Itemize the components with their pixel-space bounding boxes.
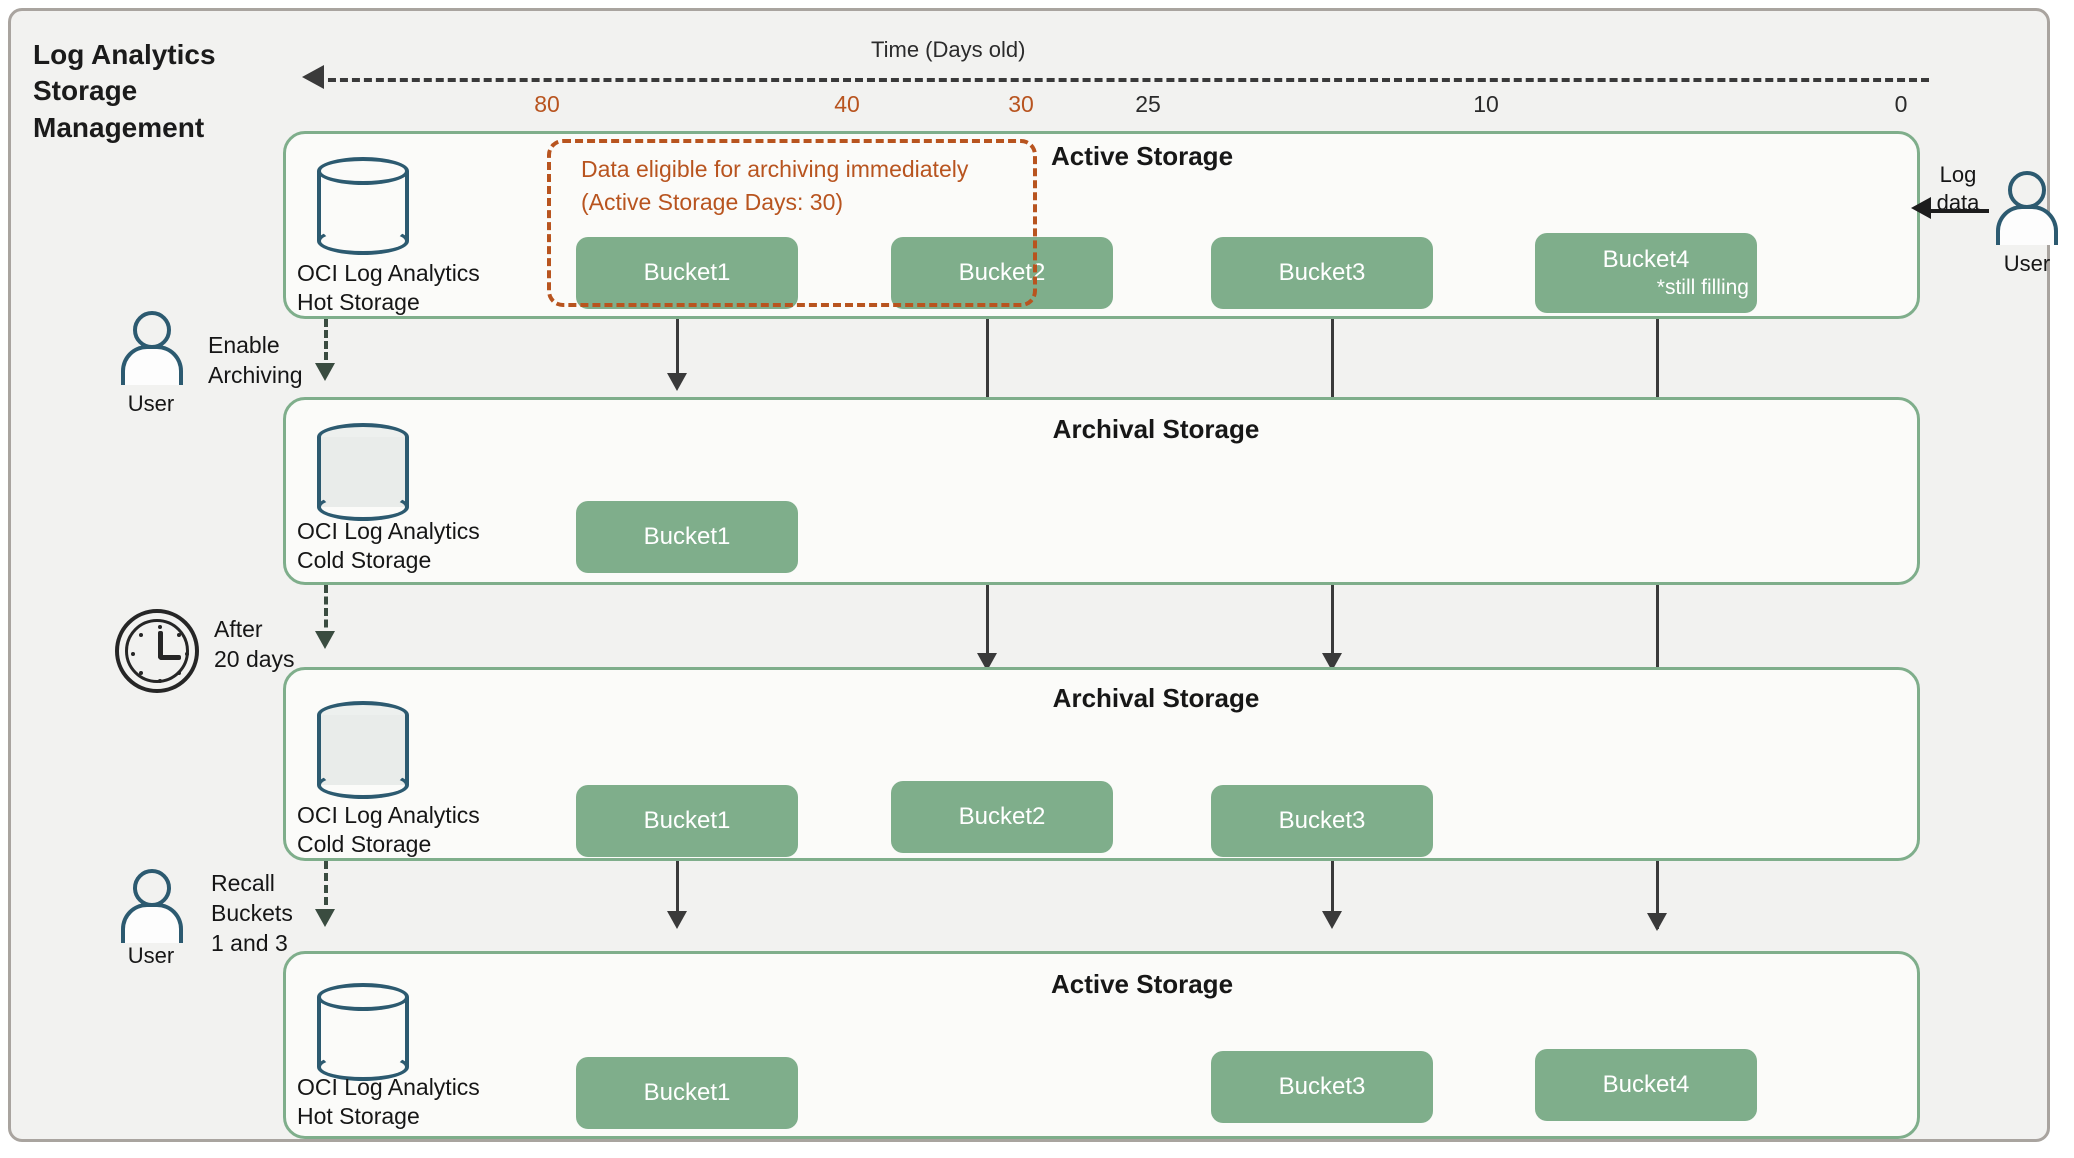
- bucket-label: Bucket1: [643, 523, 731, 550]
- recall-dashed-line: [324, 861, 328, 917]
- cold-cylinder-icon-1: [317, 423, 409, 521]
- timeline-tick-0: 0: [1894, 91, 1908, 117]
- connector-b4-passthrough: [1656, 319, 1659, 929]
- connector-recall-b3: [1331, 861, 1334, 917]
- bucket-active-bottom-3[interactable]: Bucket3: [1211, 1051, 1433, 1123]
- timeline-axis-label: Time (Days old): [871, 37, 1026, 62]
- connector-b3-arrow-icon: [1322, 653, 1342, 671]
- callout-line-1: Data eligible for archiving immediately: [581, 156, 969, 182]
- connector-b1-to-archival1: [676, 319, 679, 379]
- timeline-tick-30: 30: [1008, 91, 1034, 117]
- bucket-archival2-2[interactable]: Bucket2: [891, 781, 1113, 853]
- bucket-active-top-4[interactable]: Bucket4 *still filling: [1535, 233, 1757, 313]
- log-data-arrow-line: [1929, 209, 1989, 213]
- bucket-label: Bucket3: [1278, 1073, 1366, 1100]
- row-active-top-title: Active Storage: [1050, 141, 1234, 171]
- bucket-archival1-1[interactable]: Bucket1: [576, 501, 798, 573]
- bucket-active-bottom-4[interactable]: Bucket4: [1535, 1049, 1757, 1121]
- connector-recall-b1: [676, 861, 679, 917]
- timeline-axis-line: [316, 78, 1929, 82]
- bucket-label: Bucket4: [1602, 246, 1690, 273]
- bucket-label: Bucket1: [643, 807, 731, 834]
- connector-recall-b3-arrow-icon: [1322, 911, 1342, 929]
- cold-cylinder-icon-2: [317, 701, 409, 799]
- timeline-tick-80: 80: [534, 91, 560, 117]
- timeline-arrow-icon: [302, 65, 324, 89]
- row-active-bottom-title: Active Storage: [1050, 969, 1234, 999]
- enable-archiving-arrow-icon: [315, 363, 335, 381]
- user-caption-recall: User: [127, 943, 175, 968]
- bucket-label: Bucket4: [1602, 1071, 1690, 1098]
- timeline-tick-40: 40: [834, 91, 860, 117]
- user-icon-right: [1996, 171, 2058, 245]
- user-icon-recall: [121, 869, 183, 943]
- connector-b4-arrow-icon: [1647, 913, 1667, 931]
- bucket-archival2-3[interactable]: Bucket3: [1211, 785, 1433, 857]
- user-icon-enable-archiving: [121, 311, 183, 385]
- log-data-arrow-head-icon: [1911, 197, 1931, 219]
- after-20-days-dashed-line: [324, 585, 328, 639]
- row-archival-1: [283, 397, 1920, 585]
- bucket-active-top-1[interactable]: Bucket1: [576, 237, 798, 309]
- bucket-label: Bucket1: [643, 1079, 731, 1106]
- clock-icon: [115, 609, 199, 693]
- bucket-archival2-1[interactable]: Bucket1: [576, 785, 798, 857]
- hot-cylinder-icon-2: [317, 983, 409, 1081]
- bucket-label: Bucket1: [643, 259, 731, 286]
- bucket-label: Bucket2: [958, 259, 1046, 286]
- bucket-active-top-3[interactable]: Bucket3: [1211, 237, 1433, 309]
- enable-archiving-dashed-line: [324, 319, 328, 371]
- callout-line-2: (Active Storage Days: 30): [581, 188, 844, 215]
- after-20-days-arrow-icon: [315, 631, 335, 649]
- connector-recall-b1-arrow-icon: [667, 911, 687, 929]
- recall-arrow-icon: [315, 909, 335, 927]
- bucket-label: Bucket3: [1278, 259, 1366, 286]
- connector-b1-arrow-icon: [667, 373, 687, 391]
- user-caption-right: User: [2003, 251, 2051, 276]
- bucket-active-top-2[interactable]: Bucket2: [891, 237, 1113, 309]
- archiving-eligible-callout: [547, 139, 1037, 307]
- bucket-sublabel: *still filling: [1656, 276, 1749, 299]
- user-caption-enable-archiving: User: [127, 391, 175, 416]
- bucket-active-bottom-1[interactable]: Bucket1: [576, 1057, 798, 1129]
- bucket-label: Bucket3: [1278, 807, 1366, 834]
- bucket-label: Bucket2: [958, 803, 1046, 830]
- timeline-tick-10: 10: [1473, 91, 1499, 117]
- hot-cylinder-icon: [317, 157, 409, 255]
- connector-b2-arrow-icon: [977, 653, 997, 671]
- timeline-tick-25: 25: [1135, 91, 1161, 117]
- row-archival-2-title: Archival Storage: [1052, 683, 1260, 713]
- archiving-eligible-callout-text: Data eligible for archiving immediately …: [581, 153, 1021, 218]
- row-archival-1-title: Archival Storage: [1052, 414, 1260, 444]
